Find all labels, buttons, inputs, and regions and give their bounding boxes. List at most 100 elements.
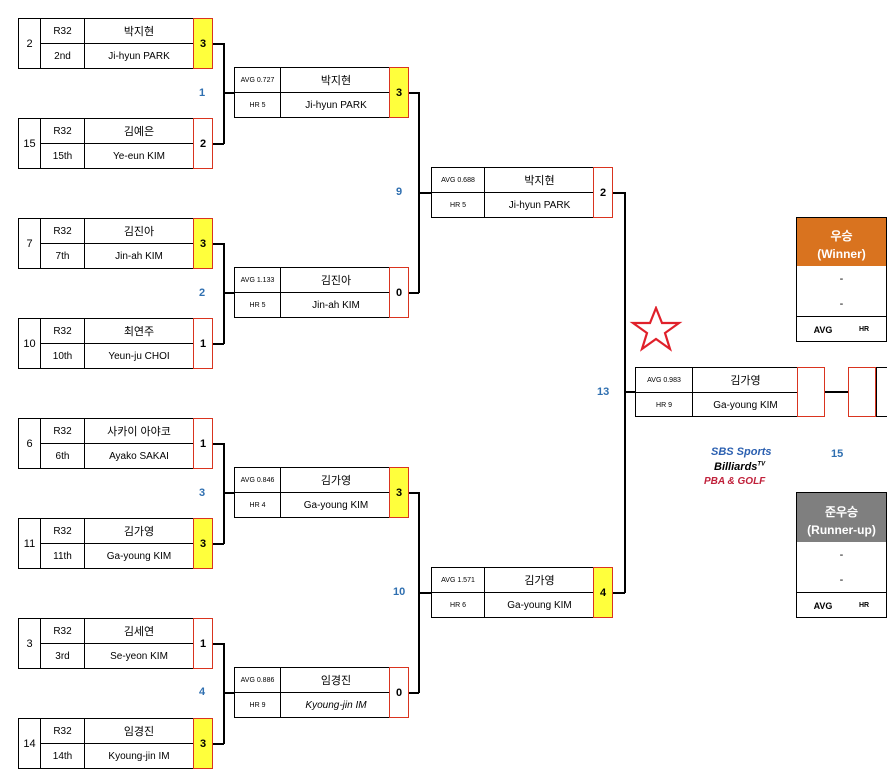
player-avg: AVG 0.727	[235, 68, 281, 93]
final-opponent-box	[876, 367, 887, 417]
player-name-kr: 박지현	[85, 19, 193, 44]
r32-score: 3	[193, 218, 213, 269]
runner-up-subtitle: (Runner-up)	[807, 523, 876, 537]
rank-label: 11th	[41, 544, 85, 568]
rank-label: 6th	[41, 444, 85, 468]
rank-label: 15th	[41, 144, 85, 168]
player-name-en: Ji-hyun PARK	[508, 199, 571, 211]
connector-h	[213, 243, 224, 245]
runner-up-box: 준우승 (Runner-up) - - AVG HR	[796, 492, 887, 618]
connector-h	[624, 391, 635, 393]
seed-number: 6	[19, 419, 41, 468]
connector-h	[613, 592, 625, 594]
connector-h	[213, 743, 224, 745]
player-name-kr: 김세연	[85, 619, 193, 644]
connector-h	[223, 692, 234, 694]
player-name-kr: 김진아	[85, 219, 193, 244]
final-avg: AVG 0.983	[636, 368, 693, 393]
player-avg: AVG 1.133	[235, 268, 281, 293]
winner-hr-label: HR	[858, 326, 870, 333]
r32-score: 3	[193, 518, 213, 569]
match-number-4: 4	[199, 686, 206, 698]
final-connector	[825, 391, 848, 393]
seed-number: 7	[19, 219, 41, 268]
player-hr: HR 6	[432, 593, 485, 617]
match-number-13: 13	[597, 386, 610, 398]
connector-h	[213, 343, 224, 345]
connector-v	[223, 443, 225, 544]
player-avg: AVG 0.886	[235, 668, 281, 693]
connector-h	[223, 492, 234, 494]
match-number-2: 2	[199, 287, 206, 299]
billiards-text: Billiards	[714, 461, 758, 473]
seed-number: 14	[19, 719, 41, 768]
round-label: R32	[41, 219, 85, 244]
connector-h	[418, 592, 431, 594]
player-name-en: Yeun-ju CHOI	[108, 350, 170, 362]
seed-number: 11	[19, 519, 41, 568]
broadcaster-logo: SBS Sports BilliardsTV PBA & GOLF	[700, 445, 800, 495]
final-score	[797, 367, 825, 417]
player-hr: HR 4	[235, 493, 281, 517]
r32-score: 3	[193, 18, 213, 69]
runner-up-header: 준우승 (Runner-up)	[797, 493, 886, 542]
rank-label: 14th	[41, 744, 85, 768]
player-name-en: Ye-eun KIM	[113, 150, 165, 162]
player-name-kr: 김예은	[85, 119, 193, 144]
tv-text: TV	[757, 461, 766, 468]
round-label: R32	[41, 519, 85, 544]
player-avg: AVG 0.688	[432, 168, 485, 193]
player-name-en: Ji-hyun PARK	[305, 99, 367, 111]
winner-divider	[797, 316, 886, 317]
final-name-kr: 김가영	[693, 368, 798, 393]
player-name-kr: 임경진	[281, 668, 391, 693]
player-name-kr: 박지현	[281, 68, 391, 93]
round-label: R32	[41, 319, 85, 344]
r16-score: 0	[389, 267, 409, 318]
runner-up-title: 준우승	[824, 505, 859, 519]
winner-subtitle: (Winner)	[817, 247, 866, 261]
billiards-logo: BilliardsTV	[714, 461, 765, 473]
connector-h	[613, 192, 625, 194]
player-hr: HR 5	[235, 293, 281, 317]
seed-number: 10	[19, 319, 41, 368]
connector-h	[409, 492, 419, 494]
round-label: R32	[41, 119, 85, 144]
runner-up-line2: -	[839, 573, 844, 586]
connector-h	[409, 292, 419, 294]
player-name-kr: 임경진	[85, 719, 193, 744]
sbs-sports-logo: SBS Sports	[711, 446, 772, 458]
runner-up-divider	[797, 592, 886, 593]
player-name-kr: 최연주	[85, 319, 193, 344]
player-name-en: Ji-hyun PARK	[108, 50, 170, 62]
round-label: R32	[41, 19, 85, 44]
rank-label: 3rd	[41, 644, 85, 668]
seed-number: 2	[19, 19, 41, 68]
connector-v	[223, 43, 225, 144]
r32-score: 2	[193, 118, 213, 169]
player-hr: HR 9	[235, 693, 281, 717]
r16-score: 3	[389, 67, 409, 118]
runner-up-line1: -	[839, 548, 844, 561]
player-name-en: Jin-ah KIM	[312, 299, 360, 311]
match-number-15: 15	[831, 448, 844, 460]
r32-score: 1	[193, 418, 213, 469]
player-name-kr: 김가영	[485, 568, 594, 593]
rank-label: 2nd	[41, 44, 85, 68]
player-name-en: Ga-young KIM	[507, 599, 572, 611]
round-label: R32	[41, 619, 85, 644]
pba-golf-logo: PBA & GOLF	[704, 476, 766, 487]
player-name-en: Se-yeon KIM	[110, 650, 168, 662]
